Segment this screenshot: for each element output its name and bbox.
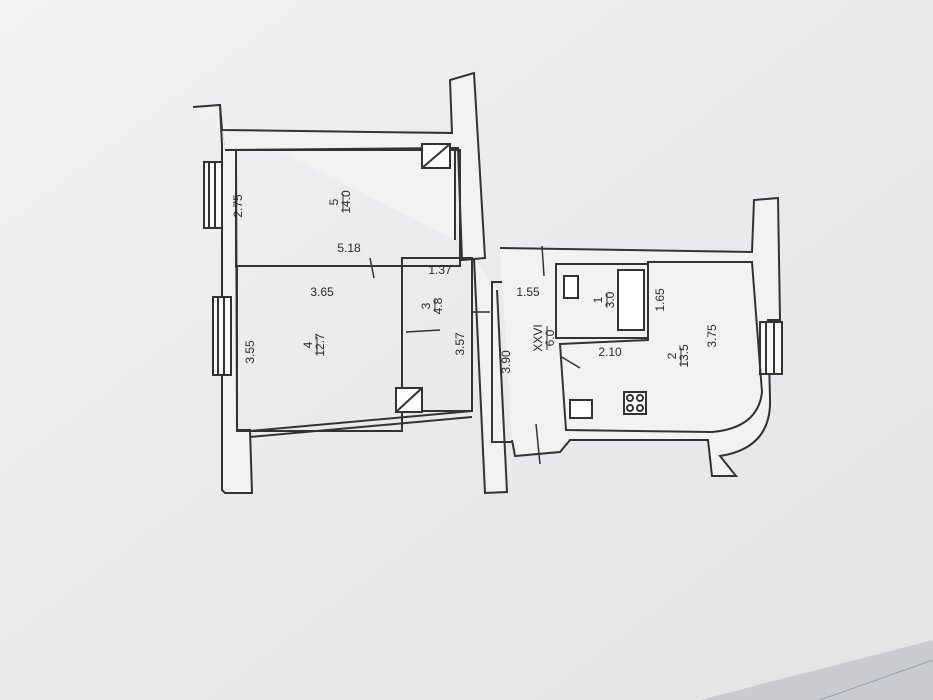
room-4-number: 4 bbox=[301, 341, 315, 348]
bathtub bbox=[617, 269, 645, 331]
room-1-area: 3.0 bbox=[603, 291, 617, 308]
dim-3-75: 3.75 bbox=[705, 324, 719, 348]
dim-3-90: 3.90 bbox=[499, 350, 513, 374]
dim-1-55: 1.55 bbox=[516, 285, 540, 299]
room-3-area: 4.8 bbox=[431, 297, 445, 314]
dim-3-57: 3.57 bbox=[453, 332, 467, 356]
dim-1-65: 1.65 bbox=[653, 288, 667, 312]
room-5-area: 14.0 bbox=[339, 190, 353, 214]
dimension-labels: 2.75 5.18 3.65 3.55 1.37 3.57 1.55 3.90 … bbox=[231, 194, 719, 374]
stove bbox=[623, 391, 647, 415]
dim-3-65: 3.65 bbox=[310, 285, 334, 299]
dim-2-10: 2.10 bbox=[598, 345, 622, 359]
floor-plan bbox=[192, 71, 783, 495]
toilet bbox=[563, 275, 579, 299]
bottom-wall-left bbox=[249, 410, 473, 432]
paper-edge-line bbox=[819, 659, 933, 700]
dim-5-18: 5.18 bbox=[337, 241, 361, 255]
room-3-number: 3 bbox=[419, 302, 433, 309]
room-xxvi-area: 6.0 bbox=[543, 329, 557, 346]
dim-3-55: 3.55 bbox=[243, 340, 257, 364]
room-1-number: 1 bbox=[591, 296, 605, 303]
dim-1-37: 1.37 bbox=[428, 263, 452, 277]
room-5-number: 5 bbox=[327, 198, 341, 205]
room-1-outline bbox=[555, 263, 649, 339]
dim-2-75: 2.75 bbox=[231, 194, 245, 218]
fraction-bars bbox=[316, 194, 682, 364]
kitchen-sink bbox=[569, 399, 593, 419]
room-xxvi-number: XXVI bbox=[531, 324, 545, 351]
room-2-outline bbox=[558, 261, 764, 434]
corridor-wall-left bbox=[473, 257, 509, 495]
window-left-bottom bbox=[212, 296, 232, 376]
room-4-area: 12.7 bbox=[313, 333, 327, 357]
window-right bbox=[759, 321, 783, 375]
paper-corner-shadow bbox=[700, 640, 933, 700]
room-2-area: 13.5 bbox=[677, 344, 691, 368]
room-2-number: 2 bbox=[665, 352, 679, 359]
window-left-top bbox=[203, 161, 223, 229]
room-3-outline bbox=[401, 257, 473, 412]
